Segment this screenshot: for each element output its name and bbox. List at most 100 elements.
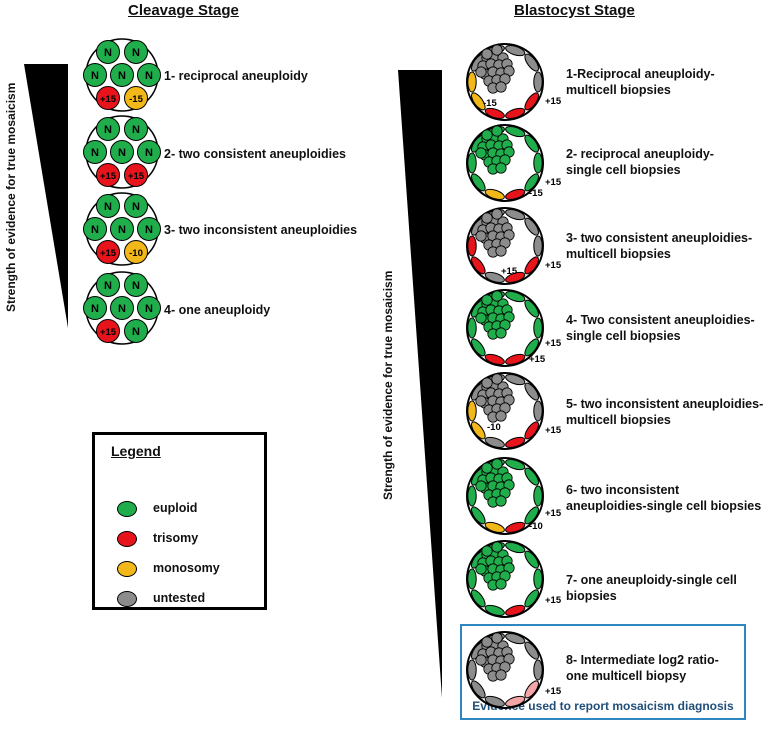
trophectoderm-cell <box>505 126 526 138</box>
blastocyst-evidence-wedge <box>398 70 442 698</box>
inner-cell-mass-cell <box>481 636 493 648</box>
blastomere-cell <box>96 86 120 110</box>
legend-title: Legend <box>111 443 161 459</box>
blastomere-cell <box>96 163 120 187</box>
trophectoderm-cell <box>533 568 543 590</box>
inner-cell-mass-cell <box>491 44 503 56</box>
blastomere-label: N <box>145 147 153 159</box>
inner-cell-mass-cell <box>491 373 503 385</box>
inner-cell-mass-cell <box>491 458 503 470</box>
trophectoderm-cell <box>484 107 505 119</box>
inner-cell-mass-cell <box>495 327 507 339</box>
cleavage-item-label: 2- two consistent aneuploidies <box>164 147 346 161</box>
blastomere-cell <box>83 140 107 164</box>
blastomere-label: N <box>118 224 126 236</box>
trophectoderm-cell <box>524 467 539 486</box>
blastomere-cell <box>96 240 120 264</box>
blastocyst-embryo: +15+15 <box>466 289 562 367</box>
inner-cell-mass-cell <box>491 125 503 137</box>
blastomere-label: N <box>145 224 153 236</box>
blastocyst-item-label: 4- Two consistent aneuploidies-single ce… <box>566 313 755 343</box>
aneuploidy-annotation: -15 <box>529 188 543 199</box>
blastomere-cell <box>137 140 161 164</box>
blastocyst-embryo: +15 <box>466 540 562 618</box>
blastomere-cell <box>137 296 161 320</box>
trophectoderm-cell <box>533 659 543 681</box>
trophectoderm-cell <box>524 92 539 111</box>
inner-cell-mass-cell <box>475 395 487 407</box>
cleavage-stage-title: Cleavage Stage <box>128 2 239 19</box>
trophectoderm-cell <box>524 421 539 440</box>
trophectoderm-cell <box>505 45 526 57</box>
aneuploidy-annotation: -10 <box>487 422 501 433</box>
blastocyst-embryo: +15 <box>466 631 562 709</box>
blastomere-cell <box>83 217 107 241</box>
legend-item-label: untested <box>153 591 206 605</box>
trophectoderm-cell <box>533 485 543 507</box>
trophectoderm-cell <box>505 459 526 471</box>
trophectoderm-cell <box>484 271 505 283</box>
trophectoderm-cell <box>467 317 477 339</box>
trophectoderm-cell <box>533 235 543 257</box>
blastomere-label: N <box>132 280 140 292</box>
inner-cell-mass-cell <box>481 462 493 474</box>
blastocyst-item-label: 3- two consistent aneuploidies-multicell… <box>566 231 753 261</box>
inner-cell-mass-cell <box>491 632 503 644</box>
aneuploidy-annotation: +15 <box>545 96 562 107</box>
legend-item-label: monosomy <box>153 561 220 575</box>
blastocyst-embryo: +15-15 <box>466 124 562 202</box>
trophectoderm-cell <box>505 209 526 221</box>
blastomere-label: -10 <box>129 248 143 259</box>
aneuploidy-annotation: +15 <box>501 266 518 277</box>
blastomere-cell <box>96 117 120 141</box>
blastomere-cell <box>96 194 120 218</box>
trophectoderm-cell <box>524 134 539 153</box>
blastomere-label: N <box>104 124 112 136</box>
inner-cell-mass-cell <box>491 208 503 220</box>
blastomere-cell <box>124 163 148 187</box>
trophectoderm-cell <box>533 400 543 422</box>
trophectoderm-cell <box>484 353 505 365</box>
trophectoderm-cell <box>484 188 505 200</box>
inner-cell-mass-cell <box>495 669 507 681</box>
blastomere-cell <box>110 217 134 241</box>
aneuploidy-annotation: -15 <box>483 98 497 109</box>
blastomere-label: N <box>91 147 99 159</box>
trophectoderm-cell <box>524 506 539 525</box>
trophectoderm-cell <box>471 338 486 357</box>
trophectoderm-cell <box>471 92 486 111</box>
blastocyst-stage-title: Blastocyst Stage <box>514 2 635 19</box>
blastomere-label: N <box>118 147 126 159</box>
inner-cell-mass-cell <box>495 81 507 93</box>
blastomere-cell <box>124 240 148 264</box>
aneuploidy-annotation: +15 <box>529 354 546 365</box>
trophectoderm-cell <box>484 521 505 533</box>
aneuploidy-annotation: +15 <box>545 425 562 436</box>
inner-cell-mass-cell <box>475 66 487 78</box>
blastomere-label: N <box>104 280 112 292</box>
evidence-highlight-box: Evidence used to report mosaicism diagno… <box>460 624 746 720</box>
aneuploidy-annotation: +15 <box>545 508 562 519</box>
blastomere-cell <box>124 86 148 110</box>
blastomere-cell <box>124 40 148 64</box>
trophectoderm-cell <box>505 188 526 200</box>
aneuploidy-annotation: +15 <box>545 177 562 188</box>
trophectoderm-cell <box>524 382 539 401</box>
trophectoderm-cell <box>471 421 486 440</box>
trophectoderm-cell <box>524 217 539 236</box>
blastomere-label: +15 <box>100 94 117 105</box>
cleavage-item-label: 3- two inconsistent aneuploidies <box>164 223 358 237</box>
inner-cell-mass-cell <box>481 48 493 60</box>
blastomere-cell <box>137 217 161 241</box>
trophectoderm-cell <box>467 485 477 507</box>
trophectoderm-cell <box>533 317 543 339</box>
trophectoderm-cell <box>471 173 486 192</box>
trophectoderm-cell <box>471 256 486 275</box>
trophectoderm-cell <box>505 604 526 616</box>
inner-cell-mass-cell <box>475 312 487 324</box>
